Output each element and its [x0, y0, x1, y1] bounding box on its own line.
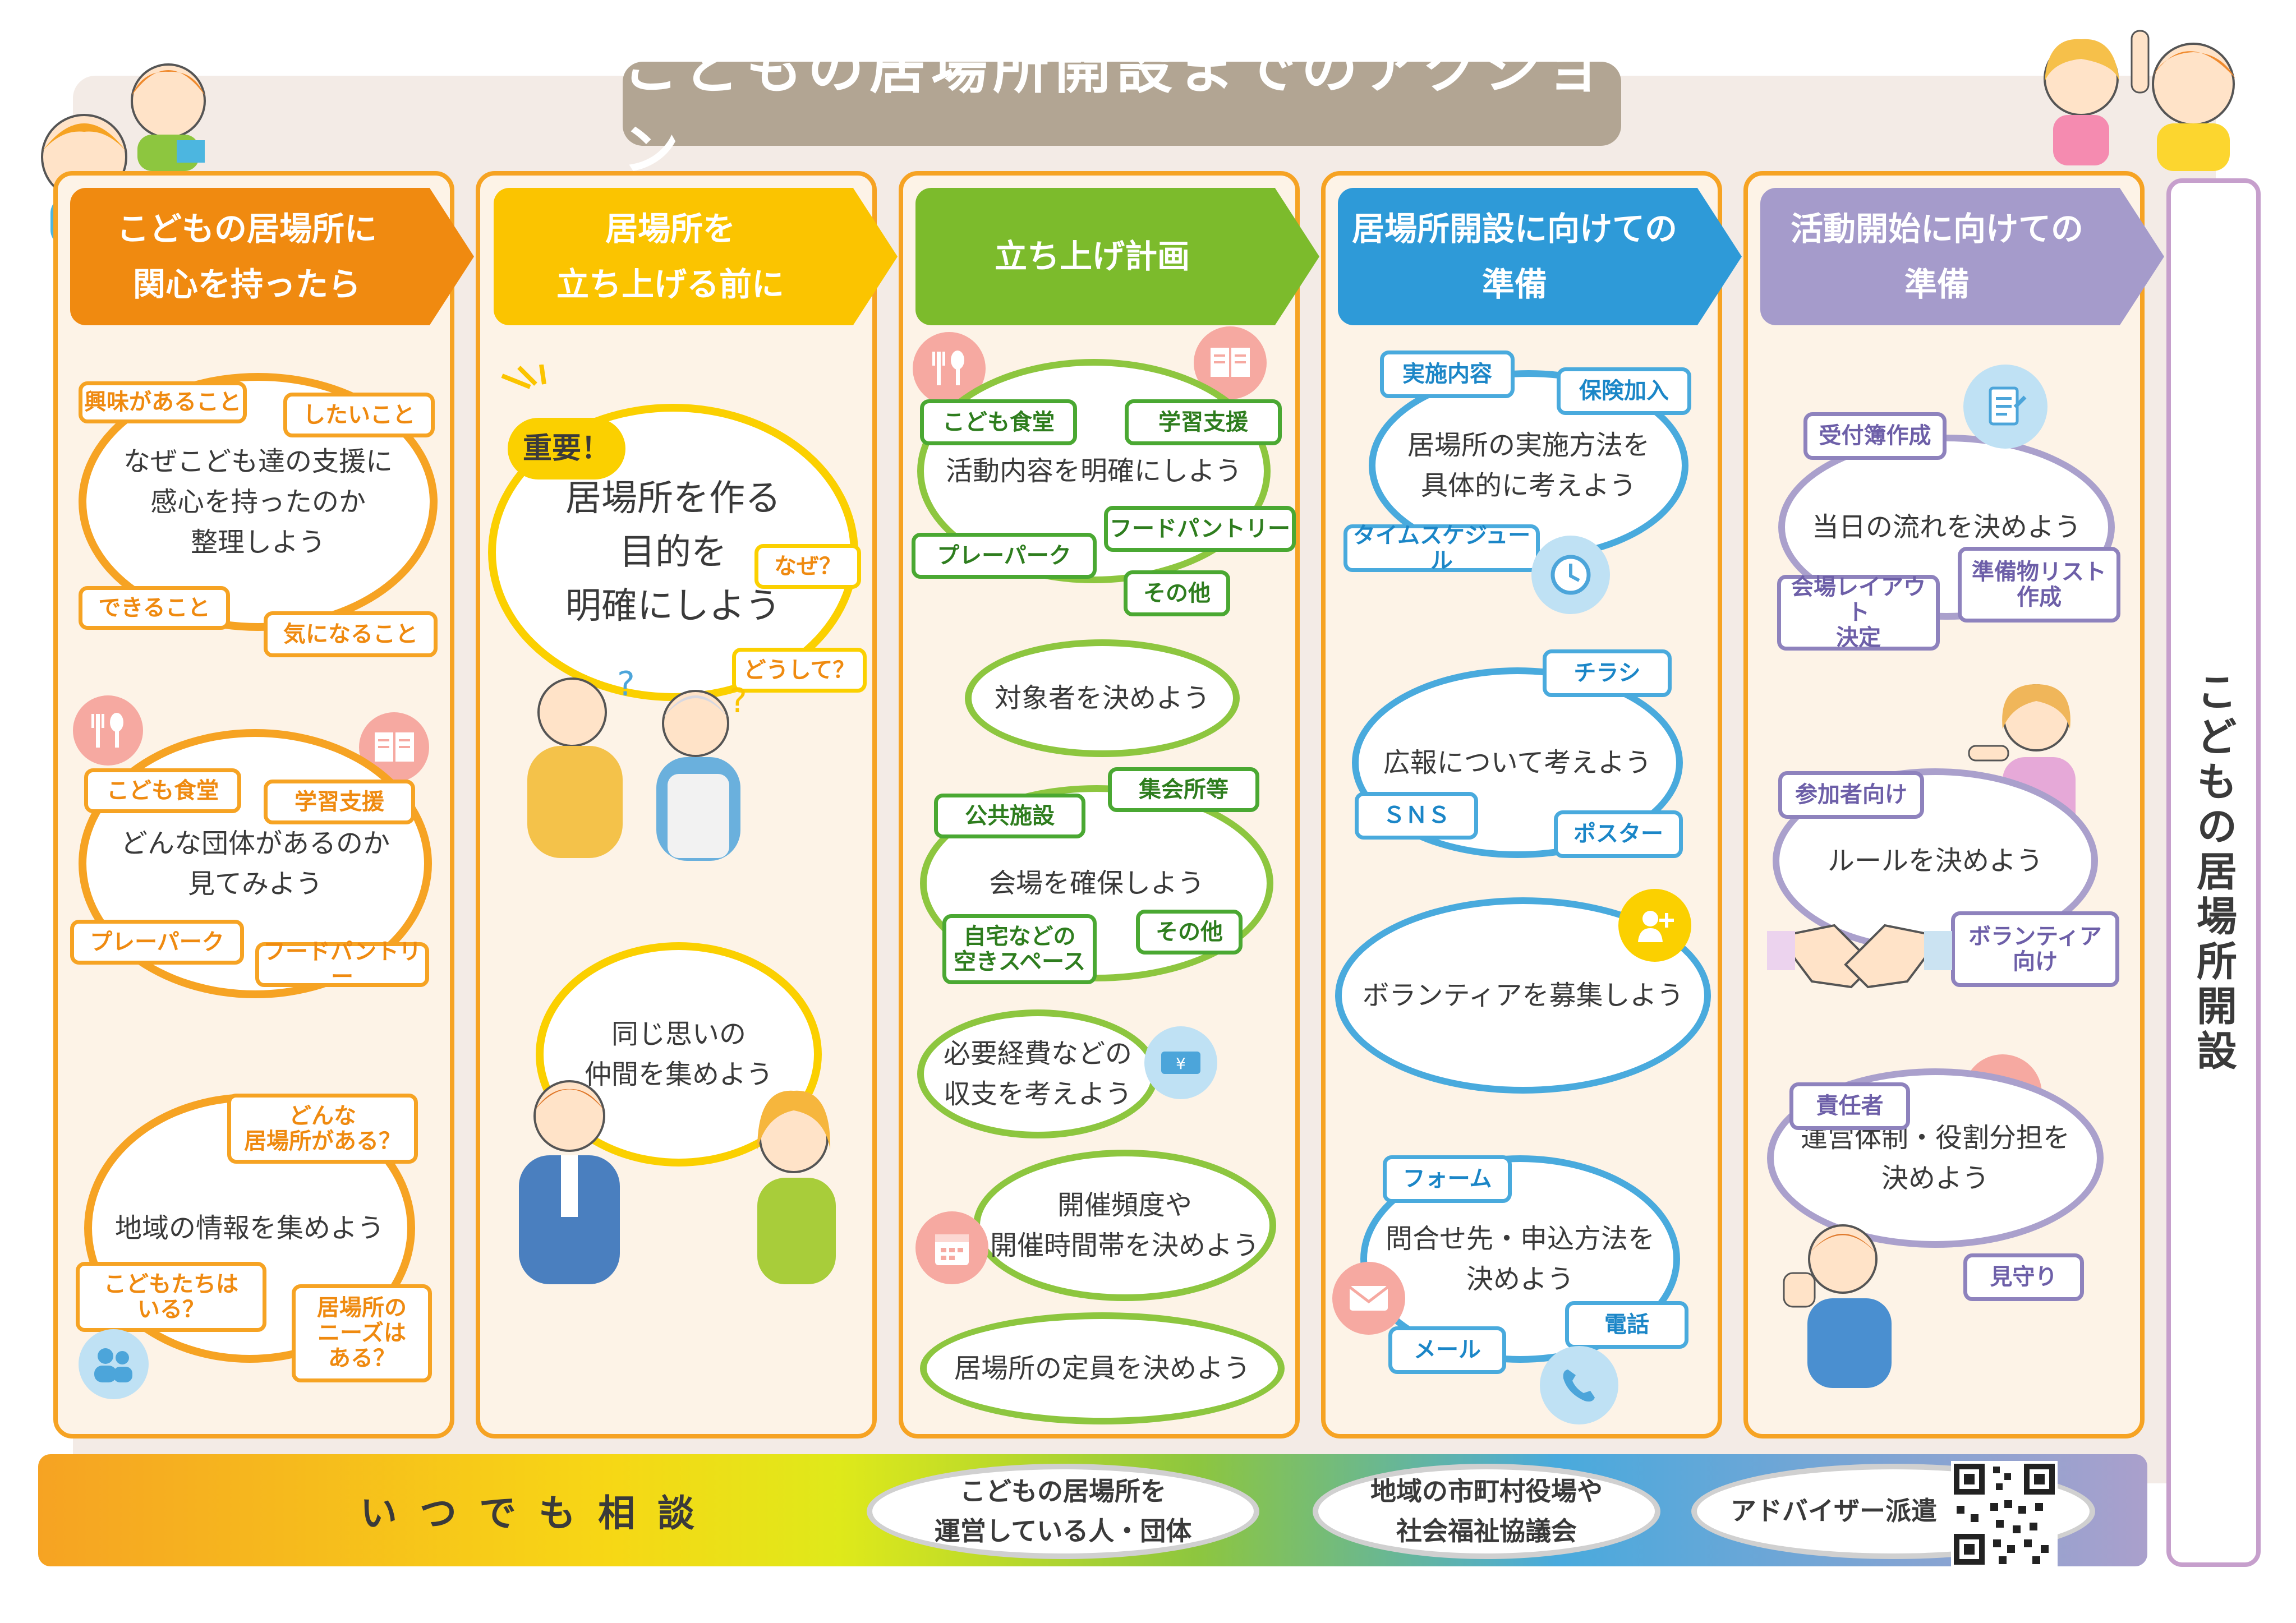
important-label: 重要！	[508, 418, 625, 479]
tag-how-come: どうして？	[732, 648, 867, 693]
tag-kodomo-shokudo: こども食堂	[920, 399, 1077, 445]
step-decide-frequency: 開催頻度や 開催時間帯を決めよう	[973, 1150, 1276, 1301]
tag-for-participants: 参加者向け	[1778, 771, 1924, 819]
calendar-icon	[915, 1211, 988, 1284]
tag-other: その他	[1136, 910, 1243, 955]
tag-time-schedule: タイムスケジュール	[1343, 523, 1540, 573]
phone-icon	[1540, 1346, 1618, 1424]
tag-poster: ポスター	[1554, 810, 1683, 858]
handshake-illustration	[1767, 924, 1952, 989]
girl-illustration	[2044, 39, 2119, 165]
svg-text:?: ?	[617, 665, 635, 704]
final-goal-label: こどもの居場所開設	[2189, 671, 2237, 1075]
step-decide-target: 対象者を決めよう	[965, 639, 1240, 757]
svg-text:?: ?	[729, 681, 747, 721]
clock-icon	[1531, 536, 1610, 614]
emphasis-burst	[501, 365, 546, 389]
tag-reception-book: 受付簿作成	[1803, 412, 1947, 460]
consult-organizations-pill: こどもの居場所を 運営している人・団体	[867, 1464, 1259, 1559]
elderly-couple-illustration: ? ?	[527, 665, 747, 861]
tag-public-facility: 公共施設	[934, 794, 1085, 838]
tag-flyer: チラシ	[1543, 649, 1672, 697]
money-icon: ¥	[1144, 1026, 1217, 1099]
step-consider-budget: 必要経費などの 収支を考えよう	[917, 1009, 1158, 1138]
tag-are-there-children: こどもたちは いる？	[76, 1262, 266, 1332]
page-title: こどもの居場所開設までのアクション	[623, 35, 1621, 182]
column-2-header: 居場所を 立ち上げる前に	[494, 188, 898, 325]
add-person-icon	[1618, 889, 1691, 962]
boy-illustration	[2131, 30, 2235, 171]
tag-study-support: 学習支援	[1125, 399, 1282, 445]
tag-phone: 電話	[1565, 1301, 1688, 1349]
final-goal-box: こどもの居場所開設	[2166, 178, 2261, 1567]
column-4-header: 居場所開設に向けての 準備	[1338, 188, 1742, 325]
qr-code-icon[interactable]	[1951, 1461, 2058, 1567]
tag-supplies-list: 準備物リスト 作成	[1958, 547, 2120, 623]
man-woman-illustration	[519, 1080, 836, 1284]
consult-municipality-pill: 地域の市町村役場や 社会福祉協議会	[1313, 1464, 1660, 1559]
column-1-header: こどもの居場所に 関心を持ったら	[70, 188, 474, 325]
tag-meeting-hall: 集会所等	[1108, 767, 1259, 812]
tag-food-pantry: フードパントリー	[255, 939, 429, 989]
tag-what-places-exist: どんな 居場所がある？	[227, 1094, 418, 1164]
tag-interest: 興味があること	[79, 381, 247, 423]
tag-home-space: 自宅などの 空きスペース	[942, 914, 1097, 984]
tag-is-there-need: 居場所の ニーズは ある？	[292, 1284, 432, 1382]
tag-play-park: プレーパーク	[70, 920, 244, 965]
tag-mail: メール	[1388, 1326, 1506, 1374]
tag-venue-layout: 会場レイアウト 決定	[1777, 575, 1940, 651]
mail-icon	[1332, 1262, 1405, 1335]
consultation-label: いつでも相談	[360, 1492, 717, 1535]
tag-want-to-do: したいこと	[283, 393, 435, 437]
step-decide-capacity: 居場所の定員を決めよう	[920, 1312, 1285, 1424]
tag-for-volunteers: ボランティア 向け	[1951, 911, 2119, 987]
tag-concern: 気になること	[264, 611, 438, 657]
tag-study-support: 学習支援	[264, 780, 415, 824]
memo-icon	[1963, 365, 2047, 449]
child-illustration-top	[131, 63, 206, 171]
svg-text:¥: ¥	[1176, 1054, 1186, 1073]
people-icon	[79, 1329, 149, 1399]
fork-knife-icon	[73, 695, 143, 766]
column-3-header: 立ち上げ計画	[915, 188, 1319, 325]
tag-kodomo-shokudo: こども食堂	[84, 768, 241, 813]
man-thumbs-up-illustration	[1783, 1224, 1892, 1388]
tag-play-park: プレーパーク	[912, 533, 1097, 579]
tag-other: その他	[1124, 570, 1230, 616]
tag-why: なぜ？	[754, 544, 861, 589]
tag-sns: ＳＮＳ	[1355, 792, 1478, 840]
tag-can-do: できること	[79, 586, 230, 630]
tag-activity-content: 実施内容	[1380, 351, 1515, 398]
tag-food-pantry: フードパントリー	[1104, 506, 1296, 552]
tag-form: フォーム	[1383, 1155, 1512, 1203]
tag-watching: 見守り	[1963, 1253, 2084, 1301]
column-5-header: 活動開始に向けての 準備	[1760, 188, 2164, 325]
tag-insurance: 保険加入	[1557, 367, 1691, 415]
tag-responsible-person: 責任者	[1789, 1082, 1910, 1130]
